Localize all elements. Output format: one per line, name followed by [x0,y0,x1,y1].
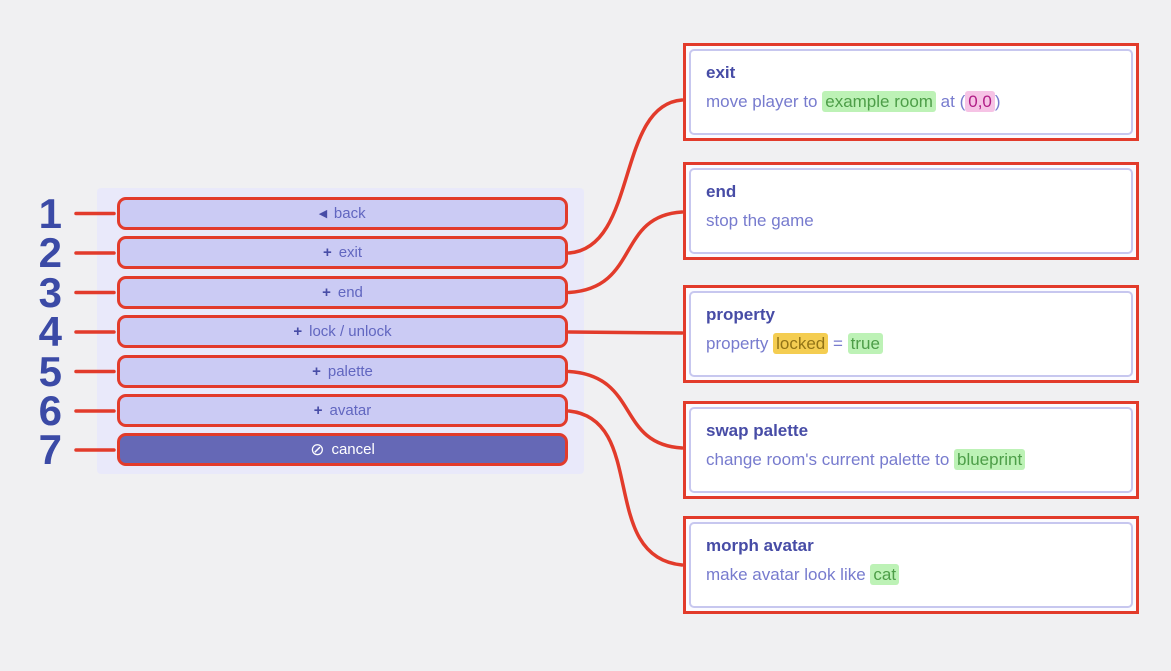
property-value-highlight: true [847,333,883,354]
callout-title: morph avatar [706,536,814,555]
body-text: property [706,334,774,353]
callout-body: change room's current palette to bluepri… [706,448,1116,473]
body-text: move player to [706,92,823,111]
callout-end: end stop the game [683,162,1139,260]
callout-body: stop the game [706,209,1116,234]
menu-button-avatar[interactable]: + avatar [117,394,568,427]
cancel-icon: ⊘ [310,440,325,459]
connector-line-end [567,210,684,295]
body-text: = [828,334,848,353]
callout-morph-avatar: morph avatar make avatar look like cat [683,516,1139,614]
menu-button-back[interactable]: ◂ back [117,197,568,230]
menu-button-label: palette [327,363,373,380]
annotation-number-6: 6 [38,387,62,434]
callout-exit: exit move player to example room at (0,0… [683,43,1139,141]
menu-button-label: avatar [329,402,372,419]
callout-title: end [706,182,737,201]
connector-line-swap-palette [567,369,684,450]
menu-button-cancel[interactable]: ⊘ cancel [117,433,568,466]
property-name-highlight: locked [773,333,829,354]
menu-button-label: lock / unlock [309,323,392,340]
menu-button-label: back [333,205,366,222]
annotation-number-7: 7 [38,426,62,473]
body-text: change room's current palette to [706,450,954,469]
callout-swap-palette: swap palette change room's current palet… [683,401,1139,499]
palette-name-highlight: blueprint [954,449,1026,470]
annotation-number-5: 5 [38,348,62,395]
connector-line-morph-avatar [567,409,684,567]
coordinates-highlight: 0,0 [965,91,995,112]
connector-line-exit [567,98,684,255]
body-text: ) [994,92,1001,111]
avatar-name-highlight: cat [870,564,900,585]
menu-button-label: end [337,284,363,301]
body-text: stop the game [706,211,814,230]
menu-button-label: exit [338,244,363,261]
annotation-number-2: 2 [38,229,62,276]
plus-icon: + [293,323,303,340]
callout-card: end stop the game [689,168,1133,254]
callout-body: make avatar look like cat [706,563,1116,588]
body-text: make avatar look like [706,565,871,584]
menu-button-label: cancel [331,441,375,458]
room-name-highlight: example room [822,91,936,112]
menu-button-end[interactable]: + end [117,276,568,309]
annotation-number-1: 1 [38,190,62,237]
callout-title: exit [706,63,736,82]
plus-icon: + [313,402,323,419]
menu-button-lock-unlock[interactable]: + lock / unlock [117,315,568,348]
callout-card: morph avatar make avatar look like cat [689,522,1133,608]
callout-body: property locked = true [706,332,1116,357]
body-text: at ( [935,92,966,111]
plus-icon: + [322,284,331,301]
callout-card: swap palette change room's current palet… [689,407,1133,493]
menu-button-exit[interactable]: + exit [117,236,568,269]
callout-card: property property locked = true [689,291,1133,377]
callout-property: property property locked = true [683,285,1139,383]
plus-icon: + [322,244,332,261]
annotation-number-4: 4 [38,308,62,355]
plus-icon: + [312,363,321,380]
connector-line-property [567,330,684,335]
callout-title: property [706,305,775,324]
menu-button-palette[interactable]: + palette [117,355,568,388]
callout-body: move player to example room at (0,0) [706,90,1116,115]
back-icon: ◂ [319,205,327,222]
callout-card: exit move player to example room at (0,0… [689,49,1133,135]
annotation-number-3: 3 [38,269,62,316]
callout-title: swap palette [706,421,809,440]
